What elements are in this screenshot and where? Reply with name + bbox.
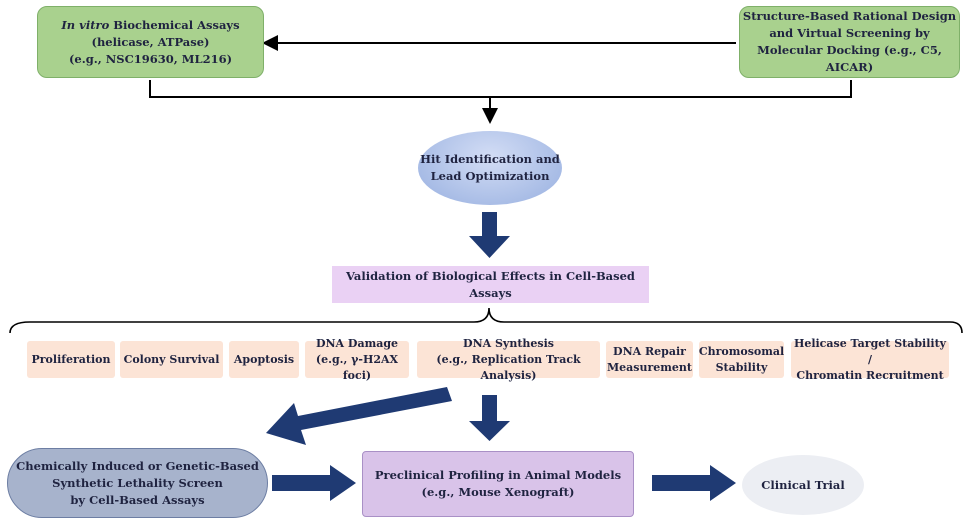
assay-proliferation: Proliferation	[27, 341, 115, 378]
assay-curly-brace	[9, 307, 963, 334]
synthesis-to-preclinical-arrow	[469, 395, 510, 441]
clinical-trial-oval: Clinical Trial	[742, 455, 864, 515]
preclinical-to-clinical-arrow	[652, 465, 736, 501]
assays-to-lethality-arrow	[266, 387, 452, 445]
structure-design-box: Structure-Based Rational Design and Virt…	[739, 6, 960, 78]
hit-to-validation-arrow	[469, 212, 510, 258]
assay-helicase-target-stability: Helicase Target Stability / Chromatin Re…	[791, 337, 949, 382]
assay-chromosomal-stability: Chromosomal Stability	[699, 341, 784, 378]
lethality-to-preclinical-arrow	[272, 465, 356, 501]
assay-apoptosis: Apoptosis	[229, 341, 299, 378]
assay-dna-synthesis: DNA Synthesis (e.g., Replication Track A…	[417, 337, 600, 382]
hit-identification-oval: Hit Identification and Lead Optimization	[418, 131, 562, 205]
invitro-italic-text: In vitro	[61, 17, 110, 32]
invitro-line3: (e.g., NSC19630, ML216)	[68, 51, 233, 66]
preclinical-profiling-box: Preclinical Profiling in Animal Models (…	[362, 451, 634, 517]
invitro-line1: Biochemical Assays	[109, 17, 240, 32]
assay-dna-repair: DNA Repair Measurement	[606, 341, 693, 378]
hit-line1: Hit Identification and	[420, 152, 560, 166]
assay-dna-damage: DNA Damage (e.g., γ-H2AX foci)	[305, 337, 409, 382]
top-merge-bracket	[149, 80, 852, 98]
structure-line1: Structure-Based Rational Design	[742, 9, 957, 23]
invitro-line2: (helicase, ATPase)	[91, 34, 210, 49]
assay-colony-survival: Colony Survival	[120, 341, 223, 378]
validation-box: Validation of Biological Effects in Cell…	[332, 266, 649, 303]
invitro-assays-box: In vitro Biochemical Assays (helicase, A…	[37, 6, 264, 78]
synthetic-lethality-box: Chemically Induced or Genetic-Based Synt…	[7, 448, 268, 518]
structure-line3: Molecular Docking (e.g., C5, AICAR)	[757, 43, 942, 74]
validation-label: Validation of Biological Effects in Cell…	[346, 268, 635, 300]
hit-line2: Lead Optimization	[430, 169, 550, 183]
structure-line2: and Virtual Screening by	[769, 26, 930, 40]
